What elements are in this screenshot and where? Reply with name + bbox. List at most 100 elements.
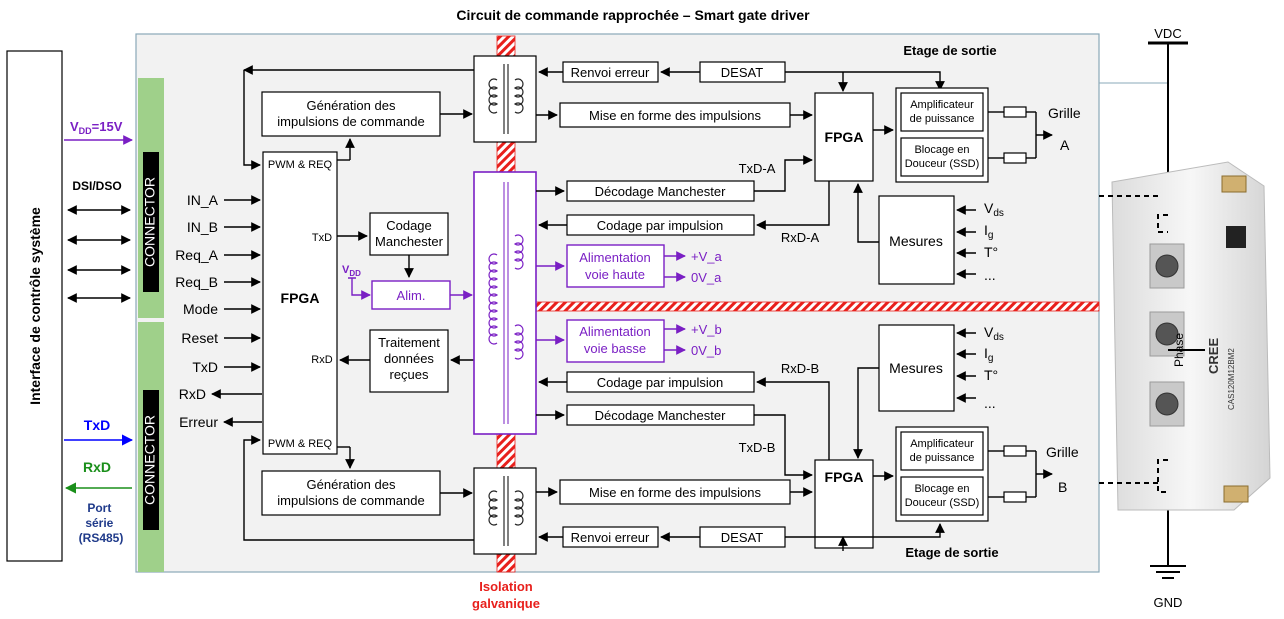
amplificateur-b: [900, 431, 984, 471]
codage-impulsion-top-text: Codage par impulsion: [597, 218, 723, 233]
etage-sortie-top: Etage de sortie: [903, 43, 996, 58]
meas-vds-b: Vds: [984, 324, 1004, 343]
renvoi-erreur-bottom-text: Renvoi erreur: [571, 530, 650, 545]
desat-bottom-text: DESAT: [721, 530, 763, 545]
decodage-bottom-text: Décodage Manchester: [595, 408, 726, 423]
v0b-label: 0V_b: [691, 343, 721, 358]
pin-in-a: IN_A: [187, 192, 219, 208]
mise-en-forme-top-text: Mise en forme des impulsions: [589, 108, 761, 123]
pwm-req-bottom: PWM & REQ: [268, 438, 333, 450]
codage-manchester-box: [369, 212, 449, 256]
alim-box: [371, 280, 451, 310]
isolation-barrier-top: [496, 35, 516, 57]
rxd-label-left: RxD: [83, 459, 111, 475]
pulse-transformer-top: [473, 55, 537, 143]
renvoi-erreur-top-text: Renvoi erreur: [571, 65, 650, 80]
vdc-label: VDC: [1154, 26, 1181, 41]
rxd-b-label: RxD-B: [781, 361, 819, 376]
meas-ig-a: Ig: [984, 222, 993, 241]
pin-erreur: Erreur: [179, 414, 218, 430]
mesures-top: [878, 195, 955, 285]
etage-sortie-bottom: Etage de sortie: [905, 545, 998, 560]
pwm-req-top: PWM & REQ: [268, 159, 333, 171]
isolation-barrier-bottom: [496, 553, 516, 573]
amplificateur-a: [900, 92, 984, 132]
connector-label-bottom: CONNECTOR: [142, 415, 158, 505]
meas-ig-b: Ig: [984, 345, 993, 364]
fpga-main-label: FPGA: [281, 290, 320, 306]
system-interface-box: [6, 50, 63, 562]
pin-req-b: Req_B: [175, 274, 218, 290]
system-interface-label: Interface de contrôle système: [27, 207, 43, 405]
codage-impulsion-bottom-text: Codage par impulsion: [597, 375, 723, 390]
connector-label-top: CONNECTOR: [142, 177, 158, 267]
mesures-bottom: [878, 324, 955, 412]
fpga-b: [814, 459, 874, 549]
generation-box-top: [261, 91, 441, 137]
pin-in-b: IN_B: [187, 219, 218, 235]
isolation-barrier-1: [496, 141, 516, 173]
fpga-main: [262, 151, 338, 455]
power-module-image: CREE CAS120M12BM2: [1111, 161, 1271, 511]
pin-rxd: RxD: [179, 386, 206, 402]
alim-label: Alim.: [397, 288, 426, 303]
decodage-top-text: Décodage Manchester: [595, 184, 726, 199]
alimentation-haute: [566, 244, 665, 288]
mesures-bottom-text: Mesures: [889, 360, 943, 376]
desat-top-text: DESAT: [721, 65, 763, 80]
meas-more-a: ...: [984, 267, 996, 283]
fpga-txd-pin: TxD: [312, 232, 332, 244]
fpga-a: [814, 92, 874, 182]
meas-t-a: T°: [984, 244, 998, 260]
port-serie-label: Port série (RS485): [79, 501, 124, 545]
central-transformer: [473, 171, 537, 435]
module-part-number: CAS120M12BM2: [1227, 348, 1236, 410]
isolation-barrier-horizontal: [533, 301, 1100, 312]
pin-txd: TxD: [192, 359, 218, 375]
mise-en-forme-top: [559, 102, 791, 128]
pin-req-a: Req_A: [175, 247, 218, 263]
vdd-label-mid: VDD: [342, 264, 361, 278]
pin-mode: Mode: [183, 301, 218, 317]
grille-b-label: Grille: [1046, 444, 1079, 460]
txd-b-label: TxD-B: [739, 440, 776, 455]
dsi-dso-label: DSI/DSO: [72, 179, 121, 193]
fpga-rxd-pin: RxD: [311, 354, 332, 366]
vpa-label: +V_a: [691, 249, 722, 264]
mesures-top-text: Mesures: [889, 233, 943, 249]
txd-a-label: TxD-A: [739, 161, 776, 176]
vpb-label: +V_b: [691, 322, 722, 337]
v0a-label: 0V_a: [691, 270, 722, 285]
rxd-a-label: RxD-A: [781, 230, 820, 245]
fpga-b-label: FPGA: [825, 469, 864, 485]
isolation-barrier-2: [496, 433, 516, 469]
cree-logo: CREE: [1206, 338, 1221, 374]
fpga-a-label: FPGA: [825, 129, 864, 145]
pulse-transformer-bottom: [473, 467, 537, 555]
pin-reset: Reset: [181, 330, 218, 346]
meas-more-b: ...: [984, 395, 996, 411]
gnd-label: GND: [1154, 595, 1183, 610]
meas-t-b: T°: [984, 367, 998, 383]
output-a-label: A: [1060, 137, 1070, 153]
grille-a-label: Grille: [1048, 105, 1081, 121]
output-b-label: B: [1058, 479, 1067, 495]
alimentation-basse: [566, 319, 665, 363]
blocage-b: [900, 476, 984, 516]
txd-label-left: TxD: [84, 417, 110, 433]
vdd-15v-label: VDD=15V: [70, 119, 123, 136]
mise-en-forme-bottom-text: Mise en forme des impulsions: [589, 485, 761, 500]
diagram-title: Circuit de commande rapprochée – Smart g…: [456, 7, 810, 23]
traitement-box: [369, 329, 449, 393]
